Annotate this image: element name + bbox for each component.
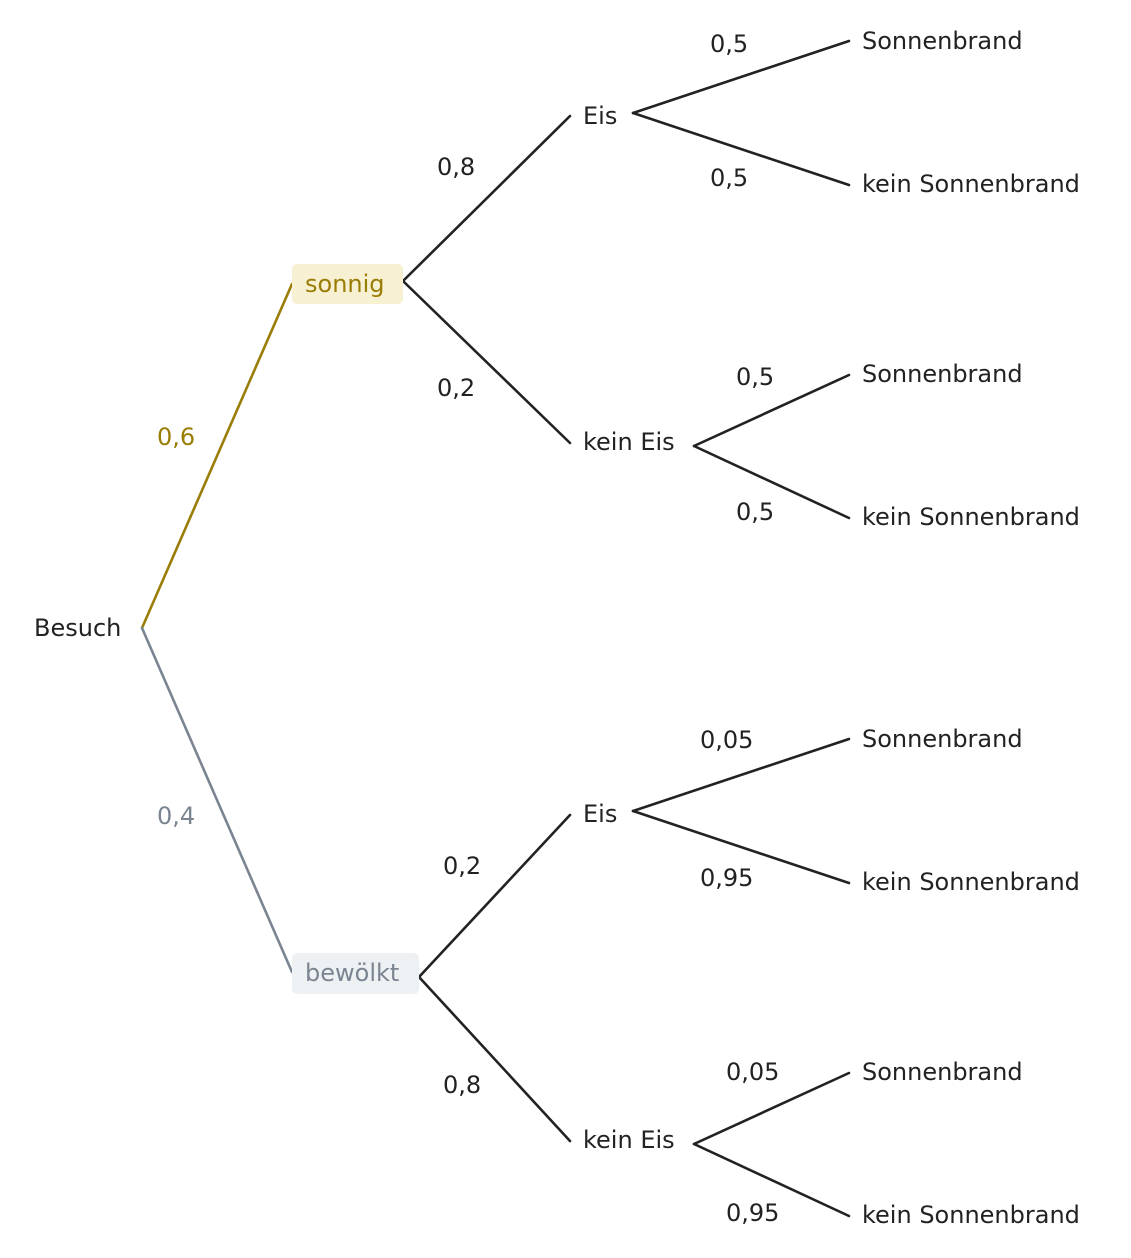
edge-besuch-bewoelkt — [140, 626, 294, 974]
prob-leaf: 0,05 — [726, 1058, 779, 1086]
prob-bewoelkt-kein-eis: 0,8 — [443, 1071, 481, 1099]
edge-sonnig-eis — [401, 114, 572, 283]
node-bewoelkt-kein-eis: kein Eis — [583, 1126, 675, 1154]
leaf-label: Sonnenbrand — [862, 725, 1023, 753]
edge-leaf-5 — [631, 737, 851, 813]
node-sonnig-eis: Eis — [583, 102, 617, 130]
prob-leaf: 0,5 — [736, 363, 774, 391]
edge-leaf-3 — [692, 373, 851, 448]
prob-leaf: 0,5 — [710, 164, 748, 192]
prob-leaf: 0,95 — [700, 864, 753, 892]
leaf-label: kein Sonnenbrand — [862, 868, 1080, 896]
prob-bewoelkt-eis: 0,2 — [443, 852, 481, 880]
node-sonnig-kein-eis: kein Eis — [583, 428, 675, 456]
prob-bewoelkt: 0,4 — [157, 802, 195, 830]
edge-leaf-6 — [631, 809, 851, 885]
leaf-label: Sonnenbrand — [862, 1058, 1023, 1086]
edge-leaf-8 — [692, 1142, 851, 1218]
prob-leaf: 0,5 — [736, 498, 774, 526]
node-bewoelkt: bewölkt — [305, 959, 399, 987]
bewoelkt-highlight — [292, 953, 419, 994]
prob-sonnig-kein-eis: 0,2 — [437, 374, 475, 402]
edge-leaf-2 — [631, 111, 851, 187]
node-sonnig: sonnig — [305, 270, 385, 298]
leaf-label: kein Sonnenbrand — [862, 1201, 1080, 1229]
root-label: Besuch — [34, 614, 121, 642]
prob-leaf: 0,95 — [726, 1199, 779, 1227]
prob-sonnig: 0,6 — [157, 423, 195, 451]
prob-leaf: 0,5 — [710, 30, 748, 58]
edge-sonnig-kein-eis — [401, 279, 572, 445]
leaf-label: kein Sonnenbrand — [862, 503, 1080, 531]
prob-sonnig-eis: 0,8 — [437, 153, 475, 181]
edge-leaf-4 — [692, 444, 851, 520]
prob-leaf: 0,05 — [700, 726, 753, 754]
edge-leaf-7 — [692, 1071, 851, 1146]
leaf-label: Sonnenbrand — [862, 27, 1023, 55]
edge-bewoelkt-eis — [417, 813, 572, 979]
edge-bewoelkt-kein-eis — [417, 975, 572, 1143]
leaf-label: kein Sonnenbrand — [862, 170, 1080, 198]
edge-leaf-1 — [631, 39, 851, 115]
leaf-label: Sonnenbrand — [862, 360, 1023, 388]
node-bewoelkt-eis: Eis — [583, 800, 617, 828]
sonnig-highlight — [292, 264, 403, 304]
edge-besuch-sonnig — [140, 282, 294, 630]
